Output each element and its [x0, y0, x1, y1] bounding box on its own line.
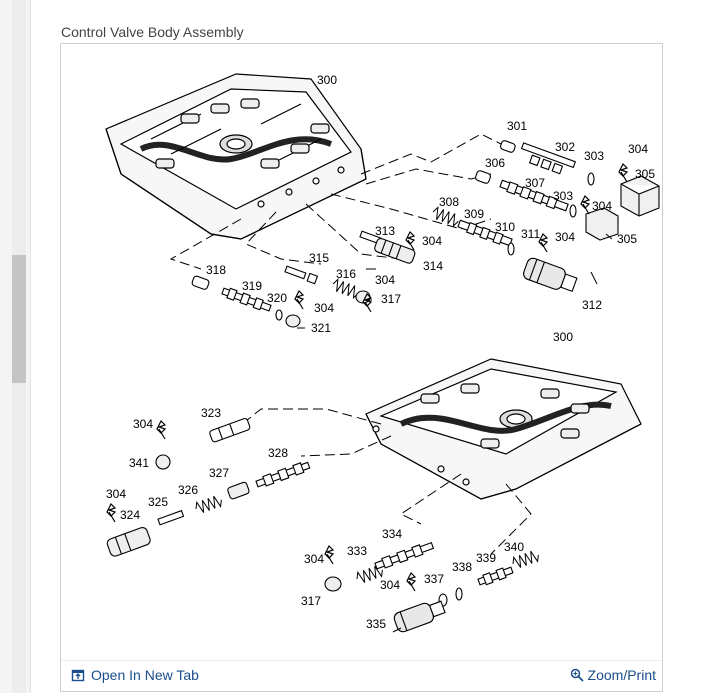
label-300-upper: 300: [317, 73, 337, 87]
label-303-b: 303: [553, 189, 573, 203]
label-317-upper: 317: [381, 292, 401, 306]
label-316: 316: [336, 267, 356, 281]
label-317-lower: 317: [301, 594, 321, 608]
label-328: 328: [268, 446, 288, 460]
label-305-a: 305: [635, 167, 655, 181]
label-311: 311: [521, 227, 540, 241]
label-324: 324: [120, 508, 140, 522]
zoom-print-link[interactable]: Zoom/Print: [570, 667, 656, 683]
label-325: 325: [148, 495, 168, 509]
open-in-new-tab-icon: [71, 669, 85, 682]
label-327: 327: [209, 466, 229, 480]
leader-ticks: [297, 233, 613, 633]
label-304-i: 304: [304, 552, 324, 566]
label-304-c: 304: [555, 230, 575, 244]
label-313: 313: [375, 224, 395, 238]
label-334: 334: [382, 527, 402, 541]
label-301: 301: [507, 119, 527, 133]
label-304-g: 304: [133, 417, 153, 431]
label-304-f: 304: [314, 301, 334, 315]
label-307: 307: [525, 176, 545, 190]
page-title: Control Valve Body Assembly: [61, 24, 244, 40]
label-333: 333: [347, 544, 367, 558]
label-304-a: 304: [628, 142, 648, 156]
label-304-e: 304: [375, 273, 395, 287]
label-302: 302: [555, 140, 575, 154]
label-304-d: 304: [422, 234, 442, 248]
label-310: 310: [495, 220, 515, 234]
label-318: 318: [206, 263, 226, 277]
zoom-print-label: Zoom/Print: [587, 667, 656, 683]
parts-upper-right: [191, 140, 660, 328]
exploded-diagram: 300 301 302 303 304 305 306 307 303 304 …: [105, 73, 660, 633]
label-335: 335: [366, 617, 386, 631]
diagram-frame: 300 301 302 303 304 305 306 307 303 304 …: [60, 43, 663, 692]
parts-lower-right: [324, 541, 541, 633]
label-308: 308: [439, 195, 459, 209]
scrollbar-thumb[interactable]: [12, 255, 26, 383]
label-305-b: 305: [617, 232, 637, 246]
label-314: 314: [423, 259, 443, 273]
label-309: 309: [464, 207, 484, 221]
label-323: 323: [201, 406, 221, 420]
magnifier-icon: [570, 668, 584, 682]
parts-lower-left: [106, 417, 311, 557]
label-341: 341: [129, 456, 149, 470]
label-303-a: 303: [584, 149, 604, 163]
label-304-b: 304: [592, 199, 612, 213]
valve-body-lower: [365, 358, 642, 500]
label-304-h: 304: [106, 487, 126, 501]
valve-body-upper: [105, 73, 367, 240]
part-labels: 300 301 302 303 304 305 306 307 303 304 …: [106, 73, 655, 631]
open-in-new-tab-label: Open In New Tab: [91, 667, 199, 683]
open-in-new-tab-link[interactable]: Open In New Tab: [71, 667, 199, 683]
label-304-j: 304: [380, 578, 400, 592]
dashed-leader-lines: [169, 133, 532, 555]
label-306: 306: [485, 156, 505, 170]
label-340: 340: [504, 540, 524, 554]
label-337: 337: [424, 572, 444, 586]
label-321: 321: [311, 321, 331, 335]
label-300-lower: 300: [553, 330, 573, 344]
label-319: 319: [242, 279, 262, 293]
label-326: 326: [178, 483, 198, 497]
label-338: 338: [452, 560, 472, 574]
diagram-footer: Open In New Tab Zoom/Print: [61, 660, 662, 691]
label-315: 315: [309, 251, 329, 265]
label-320: 320: [267, 291, 287, 305]
label-339: 339: [476, 551, 496, 565]
label-312: 312: [582, 298, 602, 312]
